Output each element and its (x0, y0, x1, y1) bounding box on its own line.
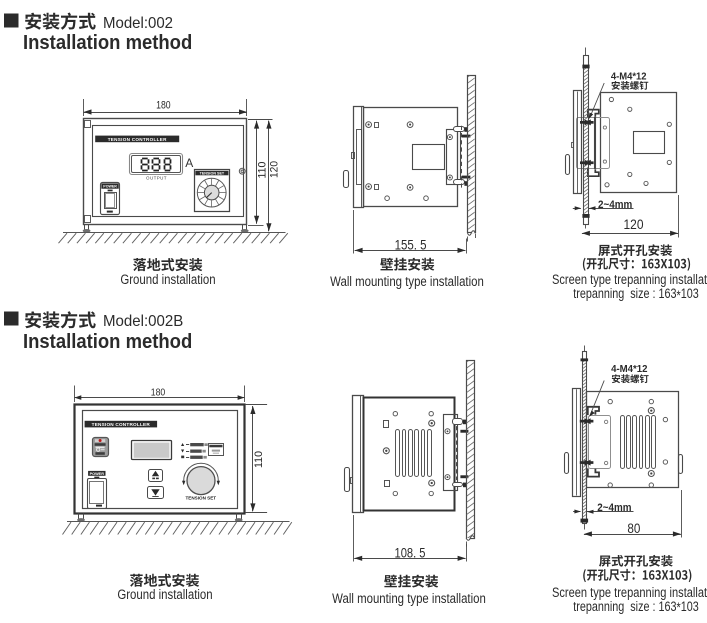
svg-text:180: 180 (151, 387, 166, 398)
svg-text:2~4mm: 2~4mm (597, 502, 631, 514)
svg-text:A: A (185, 156, 193, 170)
svg-text:120: 120 (269, 161, 281, 178)
svg-text:80: 80 (627, 521, 640, 536)
svg-text:TENSION CONTROLLER: TENSION CONTROLLER (108, 137, 167, 142)
svg-text:POWER: POWER (103, 185, 117, 189)
svg-text:4-M4*12: 4-M4*12 (611, 71, 647, 82)
svg-text:2~4mm: 2~4mm (598, 199, 632, 211)
svg-text:OUTPUT: OUTPUT (146, 175, 167, 180)
svg-text:110: 110 (253, 451, 265, 468)
svg-text:TENSION SET: TENSION SET (185, 495, 216, 500)
svg-text:180: 180 (156, 100, 171, 112)
svg-text:155. 5: 155. 5 (395, 236, 427, 252)
svg-text:110: 110 (256, 162, 268, 179)
svg-text:TENSION SET: TENSION SET (200, 172, 225, 176)
svg-text:TENSION CONTROLLER: TENSION CONTROLLER (92, 422, 151, 427)
svg-text:108. 5: 108. 5 (395, 544, 426, 560)
svg-text:120: 120 (624, 217, 644, 232)
svg-text:4-M4*12: 4-M4*12 (611, 364, 648, 375)
svg-text:POWER: POWER (90, 472, 105, 476)
